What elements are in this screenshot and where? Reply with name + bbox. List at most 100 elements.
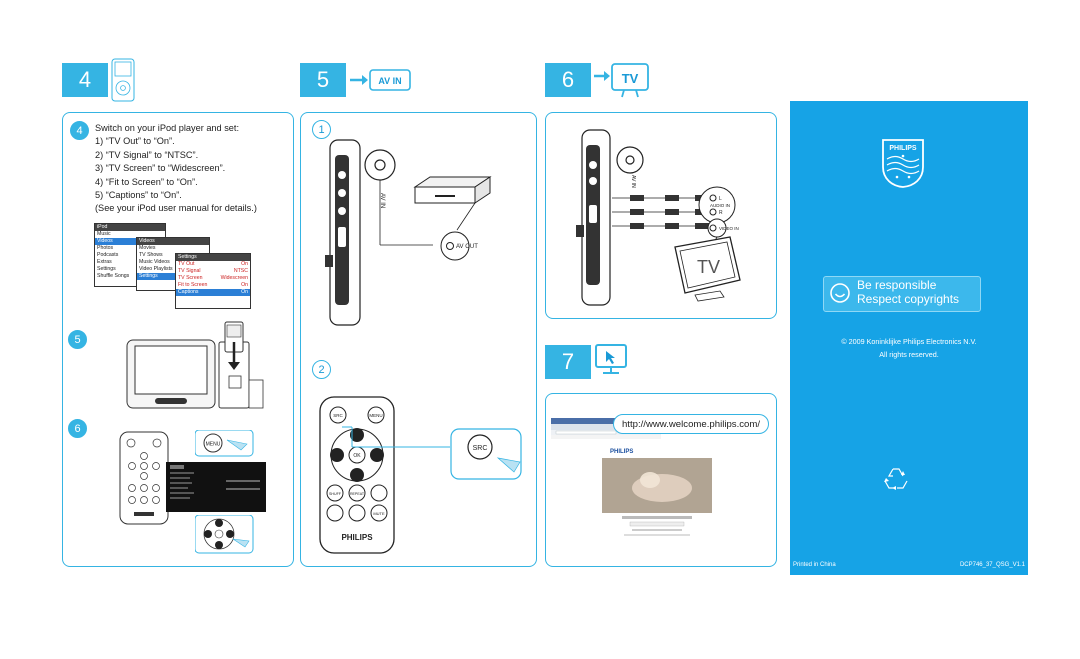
- tv-connection-diagram: AV IN L AUDIO IN R VIDEO IN TV: [570, 125, 770, 314]
- setting-key: TV Screen: [178, 275, 203, 281]
- respect-copyrights-text: Respect copyrights: [857, 292, 960, 306]
- substep-4-label: 4: [76, 124, 83, 137]
- menu-item[interactable]: Podcasts: [97, 252, 119, 258]
- audio-r-label: R: [719, 210, 723, 216]
- menu-item[interactable]: Extras: [97, 259, 112, 265]
- smiley-icon: [830, 283, 850, 307]
- audio-in-label: AUDIO IN: [710, 203, 730, 208]
- video-in-label: VIDEO IN: [719, 226, 739, 231]
- playback-screen: [166, 462, 266, 516]
- philips-shield-logo: PHILIPS: [880, 137, 926, 193]
- setting-row[interactable]: Captions On: [176, 289, 250, 296]
- dpad-callout: [194, 514, 255, 559]
- printed-in: Printed in China: [793, 562, 836, 568]
- repeat-button-text: REPEAT: [350, 492, 365, 496]
- setting-row[interactable]: Fit to Screen On: [176, 282, 250, 289]
- rights-reserved: All rights reserved.: [879, 350, 939, 359]
- step-5-label: 5: [316, 67, 330, 92]
- setting-value: Widescreen: [220, 275, 248, 281]
- instruction-line: 4) “Fit to Screen” to “On”.: [95, 176, 198, 187]
- instruction-line: 2) “TV Signal” to “NTSC”.: [95, 149, 199, 160]
- dock-illustration: [125, 320, 270, 419]
- instruction-line: Switch on your iPod player and set:: [95, 123, 240, 133]
- welcome-url-text: http://www.welcome.philips.com/: [621, 418, 761, 430]
- av-in-jack-label: AV IN: [379, 193, 385, 208]
- ipod-icon: [111, 58, 135, 106]
- shuffle-button-text: SHUFF: [329, 492, 342, 496]
- src-callout-line: [342, 425, 452, 459]
- remote-brand: PHILIPS: [341, 533, 373, 542]
- src-callout-text: SRC: [473, 445, 488, 452]
- menu-button-text: MENU: [369, 413, 382, 418]
- menu-item[interactable]: Settings: [97, 266, 116, 272]
- copyright-notice: © 2009 Koninklijke Philips Electronics N…: [841, 337, 977, 346]
- setting-value: On: [241, 289, 248, 295]
- setting-key: Captions: [178, 289, 199, 295]
- audio-l-label: L: [719, 196, 722, 202]
- welcome-page-content: PHILIPS: [602, 438, 712, 547]
- step-5-number: 5: [300, 63, 346, 97]
- ok-button-text: OK: [353, 453, 361, 459]
- tv-badge-text: TV: [622, 71, 639, 86]
- setting-key: TV Out: [178, 261, 195, 267]
- substep-2-label: 2: [318, 363, 325, 376]
- ipod-instructions: Switch on your iPod player and set: 1) “…: [95, 122, 257, 216]
- step-7-label: 7: [561, 349, 575, 374]
- av-in-badge-text: AV IN: [378, 76, 401, 86]
- setting-value: On: [241, 282, 248, 288]
- shield-brand-text: PHILIPS: [889, 145, 917, 152]
- mute-button-text: MUTE: [373, 511, 385, 516]
- menu-item[interactable]: Video Playlists: [139, 266, 173, 272]
- instruction-line: (See your iPod user manual for details.): [95, 203, 257, 214]
- substep-6-label: 6: [74, 422, 81, 435]
- av-out-label: AV OUT: [456, 244, 478, 250]
- step-6-number: 6: [545, 63, 591, 97]
- step-6-label: 6: [561, 67, 575, 92]
- src-button-text: SRC: [333, 413, 343, 418]
- web-brand: PHILIPS: [610, 449, 633, 455]
- step-4-label: 4: [78, 67, 92, 92]
- menu-item[interactable]: Music: [97, 231, 111, 237]
- substep-2-badge: 2: [312, 360, 331, 379]
- substep-5-badge: 5: [68, 330, 87, 349]
- menu-button-callout: MENU: [194, 429, 255, 462]
- menu-item[interactable]: Movies: [139, 245, 156, 251]
- menu-item[interactable]: Videos: [95, 238, 165, 245]
- src-button-callout: SRC: [450, 428, 522, 484]
- substep-4-badge: 4: [70, 121, 89, 140]
- document-code: DCP746_37_QSG_V1.1: [959, 562, 1025, 568]
- menu-item[interactable]: Shuffle Songs: [97, 273, 130, 279]
- menu-header: iPod: [95, 224, 165, 231]
- substep-5-label: 5: [74, 333, 81, 346]
- remote-control: SRC MENU OK SHUFF REPEAT MUTE PHILIPS: [318, 395, 396, 559]
- step-7-number: 7: [545, 345, 591, 379]
- welcome-url[interactable]: http://www.welcome.philips.com/: [613, 414, 769, 434]
- instruction-line: 5) “Captions” to “On”.: [95, 190, 182, 201]
- substep-1-badge: 1: [312, 120, 331, 139]
- setting-row[interactable]: TV Out On: [176, 261, 250, 268]
- setting-row[interactable]: TV Screen Widescreen: [176, 275, 250, 282]
- setting-row[interactable]: TV Signal NTSC: [176, 268, 250, 275]
- instruction-line: 1) “TV Out” to “On”.: [95, 136, 175, 147]
- tv-av-in-label: AV IN: [630, 175, 636, 188]
- menu-item[interactable]: Photos: [97, 245, 114, 251]
- menu-item[interactable]: Settings: [137, 273, 209, 280]
- menu-item[interactable]: TV Shows: [139, 252, 163, 258]
- tv-badge: TV: [594, 62, 650, 104]
- tv-screen-text: TV: [697, 257, 720, 277]
- step-4-number: 4: [62, 63, 108, 97]
- substep-6-badge: 6: [68, 419, 87, 438]
- small-remote-illustration: [118, 430, 170, 530]
- be-responsible-text: Be responsible: [857, 278, 937, 292]
- menu-header: Videos: [137, 238, 209, 245]
- setting-value: NTSC: [233, 268, 248, 274]
- av-connection-diagram: AV IN AV OUT: [325, 135, 525, 339]
- menu-item[interactable]: Music Videos: [139, 259, 170, 265]
- setting-key: Fit to Screen: [178, 282, 208, 288]
- back-cover-panel: [790, 101, 1028, 575]
- setting-value: On: [241, 261, 248, 267]
- menu-button-text: MENU: [206, 442, 221, 448]
- instruction-line: 3) “TV Screen” to “Widescreen”.: [95, 163, 226, 174]
- setting-key: TV Signal: [178, 268, 201, 274]
